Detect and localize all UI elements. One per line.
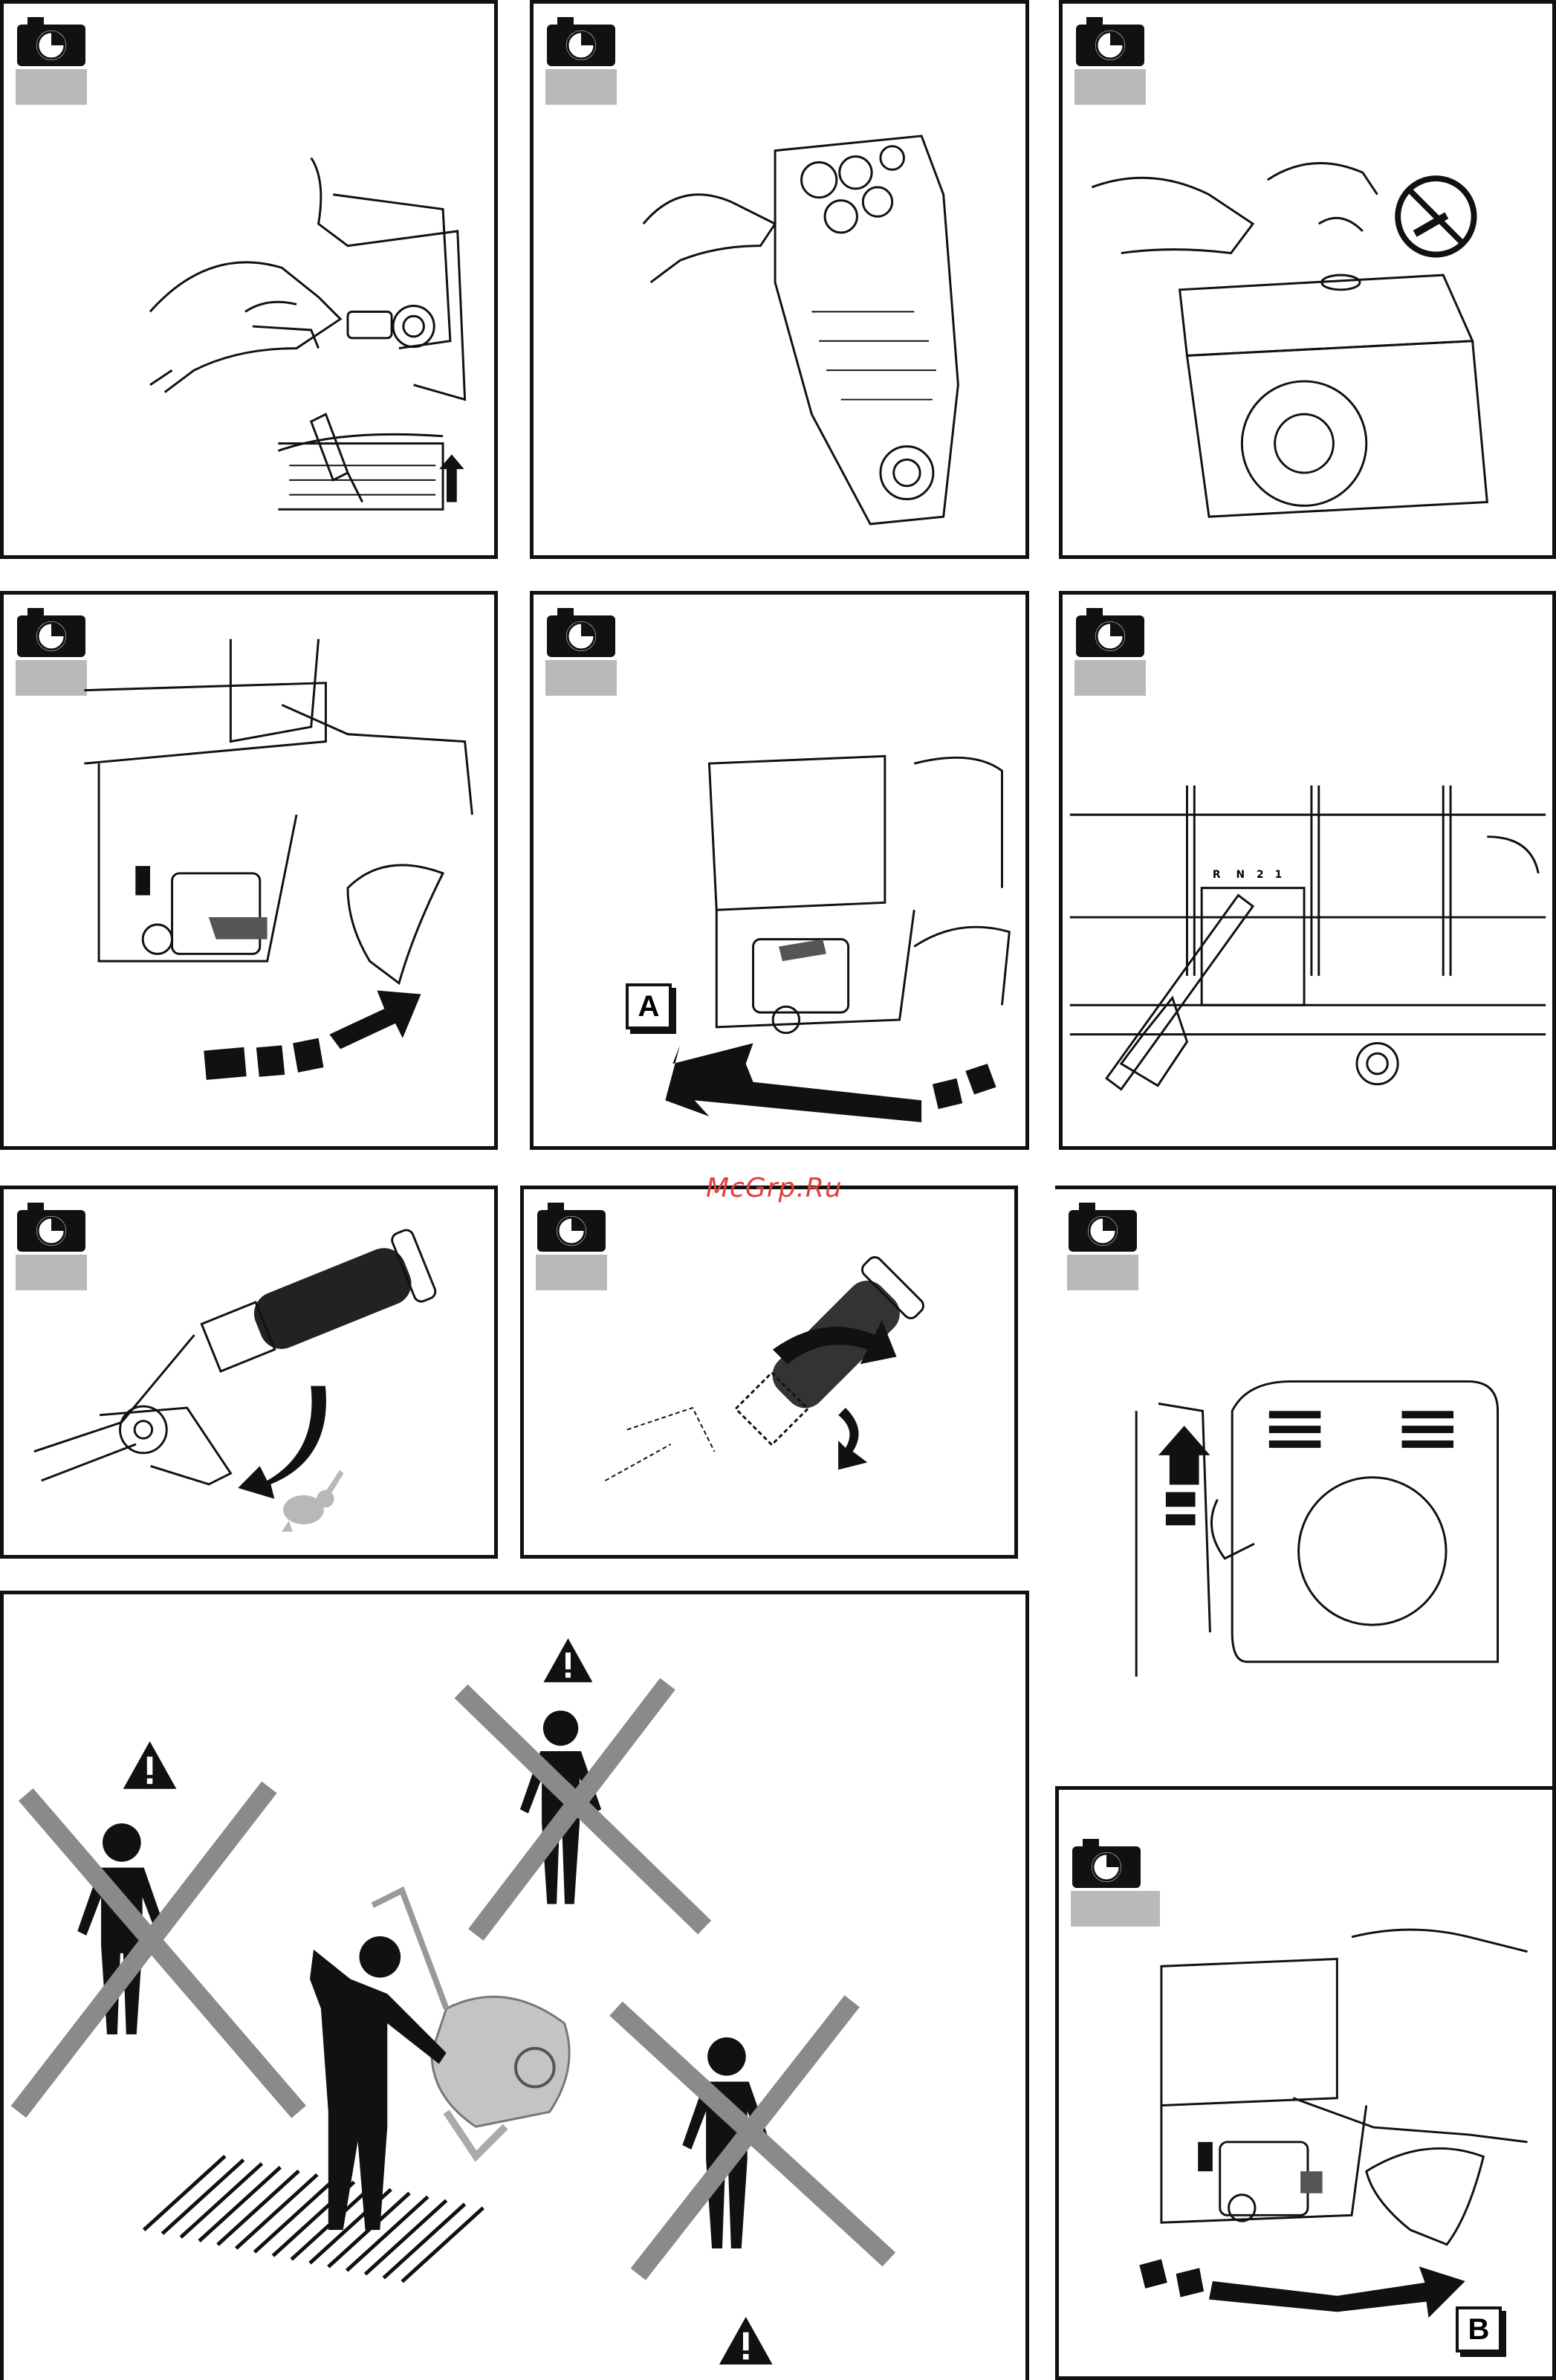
gear-selector-illustration: R N 2 1: [1063, 595, 1552, 1146]
gear-labels: R N 2 1: [1213, 869, 1282, 881]
rabbit-icon: [282, 1469, 343, 1531]
panel-recoil-starter-pull: [1055, 1186, 1556, 1786]
panel-choke-lever-open: A: [530, 591, 1029, 1150]
choke-open-illustration: [534, 595, 1025, 1146]
gearbox-illustration: [534, 4, 1025, 555]
dipstick-illustration: [4, 4, 494, 555]
warning-icon: [543, 1638, 592, 1682]
panel-choke-lever-close: [0, 591, 498, 1150]
panel-oil-dipstick-check: [0, 0, 498, 559]
panel-fuel-tank-fill: [1059, 0, 1556, 559]
warning-icon: [719, 2317, 773, 2364]
panel-gear-selector: R N 2 1: [1059, 591, 1556, 1150]
panel-throttle-grip-rotate: [520, 1186, 1018, 1559]
safety-illustration: [4, 1594, 1025, 2380]
grip-illustration: [524, 1189, 1014, 1555]
choke-illustration: [4, 595, 494, 1146]
operator-figure: [310, 1936, 447, 2230]
warning-icon: [123, 1742, 177, 1789]
panel-gearbox-oil-fill: [530, 0, 1029, 559]
no-smoking-icon: [1398, 178, 1474, 254]
gear-label-n: N: [1236, 869, 1245, 881]
fuel-illustration: [1063, 4, 1552, 555]
callout-label-a: A: [626, 983, 672, 1029]
throttle-illustration: [4, 1189, 494, 1555]
callout-label-b: B: [1456, 2306, 1502, 2352]
panel-throttle-lever: [0, 1186, 498, 1559]
panel-choke-lever-return: B: [1055, 1786, 1556, 2380]
panel-safety-keep-away: [0, 1591, 1029, 2380]
watermark-text: McGrp.Ru: [706, 1173, 843, 1203]
gear-label-r: R: [1213, 869, 1221, 881]
gear-label-2: 2: [1257, 869, 1264, 881]
starter-illustration: [1055, 1189, 1552, 1786]
gear-label-1: 1: [1275, 869, 1283, 881]
choke-return-illustration: [1059, 1790, 1552, 2376]
